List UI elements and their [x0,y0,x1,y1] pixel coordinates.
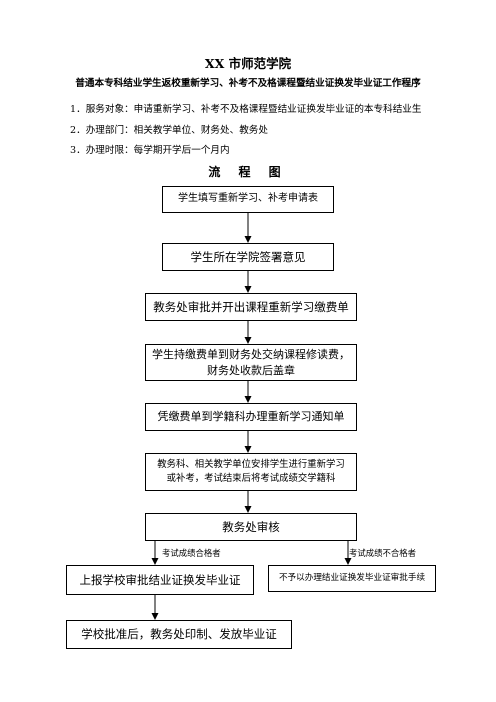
step-payment-slip: 教务处审批并开出课程重新学习缴费单 [145,293,357,321]
step-label: 上报学校审批结业证换发毕业证 [79,572,241,587]
step-label: 教务处审批并开出课程重新学习缴费单 [153,299,349,314]
step-report-approval: 上报学校审批结业证换发毕业证 [66,565,254,595]
step-pay-fee: 学生持缴费单到财务处交纳课程修读费， 财务处收款后盖章 [145,344,357,381]
service-target-item: 1．服务对象：申请重新学习、补考不及格课程暨结业证换发毕业证的本专科结业生 [70,104,422,115]
flowchart-title: 流 程 图 [208,165,288,179]
step-not-processed: 不予以办理结业证换发毕业证审批手续 [268,565,436,592]
step-label-line2: 财务处收款后盖章 [207,363,295,377]
step-arrange-exam: 教务科、相关教学单位安排学生进行重新学习 或补考，考试结束后将考试成绩交学籍科 [145,453,357,491]
step-application-form: 学生填写重新学习、补考申请表 [162,186,334,213]
department-item: 2．办理部门：相关教学单位、财务处、教务处 [70,125,268,136]
page-subtitle: 普通本专科结业学生返校重新学习、补考不及格课程暨结业证换发毕业证工作程序 [75,78,421,89]
step-label: 学生所在学院签署意见 [190,249,306,264]
step-label: 学校批准后，教务处印制、发放毕业证 [81,627,277,642]
step-label: 凭缴费单到学籍科办理重新学习通知单 [157,410,345,424]
step-college-opinion: 学生所在学院签署意见 [162,243,334,271]
step-label: 教务处审核 [222,519,280,534]
step-label-line1: 学生持缴费单到财务处交纳课程修读费， [152,347,350,361]
step-academic-review: 教务处审核 [145,513,357,541]
time-limit-item: 3．办理时限：每学期开学后一个月内 [70,145,230,156]
step-label-line2: 或补考，考试结束后将考试成绩交学籍科 [166,473,336,484]
step-label: 学生填写重新学习、补考申请表 [178,193,318,205]
step-label: 不予以办理结业证换发毕业证审批手续 [278,573,426,584]
branch-label-pass: 考试成绩合格者 [162,548,221,558]
step-study-notice: 凭缴费单到学籍科办理重新学习通知单 [145,403,357,431]
step-label-line1: 教务科、相关教学单位安排学生进行重新学习 [157,459,345,471]
step-issue-diploma: 学校批准后，教务处印制、发放毕业证 [66,620,292,649]
branch-label-fail: 考试成绩不合格者 [349,548,416,558]
page-title: XX 市师范学院 [204,56,292,71]
